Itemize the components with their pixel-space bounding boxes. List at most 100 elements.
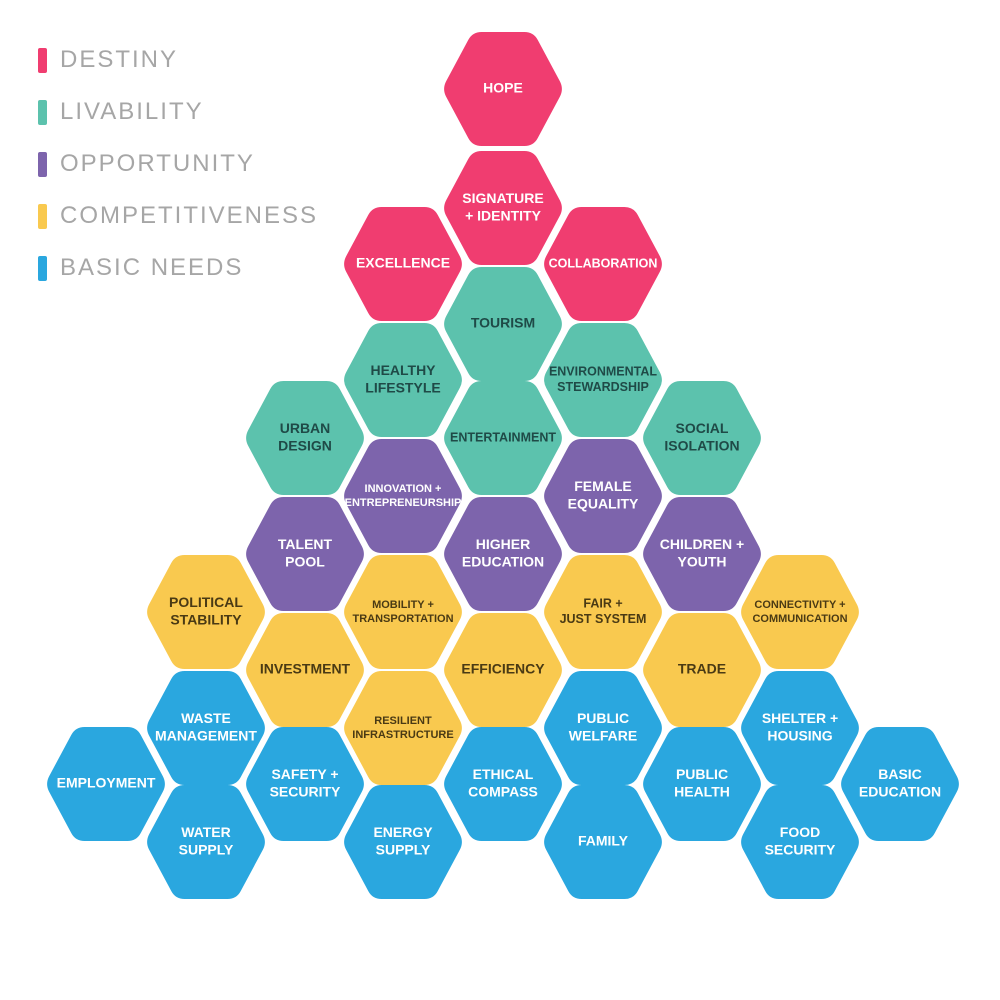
hexagon-label: TALENT <box>278 536 333 552</box>
hexagon-label: PUBLIC <box>577 710 629 726</box>
hexagon-trade: TRADE <box>643 613 761 727</box>
hexagon-label: ENTREPRENEURSHIP <box>345 497 462 509</box>
hexagon-innovation-entrepreneurship: INNOVATION +ENTREPRENEURSHIP <box>344 439 462 553</box>
hexagon-label: HOUSING <box>767 727 832 743</box>
hexagon-label: ENTERTAINMENT <box>450 430 556 444</box>
hexagon-label: HIGHER <box>476 536 530 552</box>
hexagon-label: ISOLATION <box>664 437 739 453</box>
hexagon-shape <box>246 497 364 611</box>
hexagon-label: SECURITY <box>765 841 836 857</box>
hexagon-label: COMPASS <box>468 783 538 799</box>
hexagon-label: EFFICIENCY <box>461 661 545 677</box>
hexagon-label: TRANSPORTATION <box>352 613 453 625</box>
hexagon-label: FEMALE <box>574 478 632 494</box>
hexagon-label: TRADE <box>678 661 726 677</box>
hexagon-label: INFRASTRUCTURE <box>352 729 453 741</box>
hexagon-shape <box>444 32 562 146</box>
hexagon-label: ENVIRONMENTAL <box>549 364 657 378</box>
hexagon-shape <box>47 727 165 841</box>
hexagon-shape <box>544 207 662 321</box>
hexagon-fair-just-system: FAIR +JUST SYSTEM <box>544 555 662 669</box>
legend-label: OPPORTUNITY <box>60 150 255 177</box>
hexagon-label: SUPPLY <box>376 841 431 857</box>
hexagon-shape <box>147 785 265 899</box>
hexagon-label: SOCIAL <box>676 420 729 436</box>
hexagon-signature-identity: SIGNATURE+ IDENTITY <box>444 151 562 265</box>
hexagon-shape <box>344 671 462 785</box>
hexagon-label: INVESTMENT <box>260 661 351 677</box>
hexagon-shape <box>643 727 761 841</box>
hexagon-shape <box>344 439 462 553</box>
hexagon-shape <box>444 151 562 265</box>
hexagon-label: YOUTH <box>678 553 727 569</box>
hexagon-shape <box>444 497 562 611</box>
legend-swatch <box>38 151 47 177</box>
hexagon-label: HOPE <box>483 80 523 96</box>
hexagon-label: HEALTHY <box>370 362 436 378</box>
hexagon-shelter-housing: SHELTER +HOUSING <box>741 671 859 785</box>
hexagon-label: SHELTER + <box>762 710 838 726</box>
hexagon-label: EMPLOYMENT <box>57 775 156 791</box>
hexagon-label: PUBLIC <box>676 766 728 782</box>
hexagon-label: WELFARE <box>569 727 637 743</box>
hexagon-label: FAIR + <box>583 596 622 610</box>
hexagon-label: FAMILY <box>578 833 629 849</box>
hexagon-label: FOOD <box>780 824 820 840</box>
legend-label: LIVABILITY <box>60 98 204 125</box>
hexagon-shape <box>643 381 761 495</box>
hexagon-resilient-infrastructure: RESILIENT INFRASTRUCTURE <box>344 671 462 785</box>
hexagon-shape <box>147 555 265 669</box>
hexagon-label: SIGNATURE <box>462 190 543 206</box>
hexagon-children-youth: CHILDREN +YOUTH <box>643 497 761 611</box>
hexagon-label: STABILITY <box>170 611 242 627</box>
hexagon-shape <box>544 785 662 899</box>
hexagon-label: CONNECTIVITY + <box>754 599 845 611</box>
hexagon-shape <box>444 727 562 841</box>
hexagon-shape <box>246 381 364 495</box>
hexagon-label: BASIC <box>878 766 922 782</box>
hexagon-excellence: EXCELLENCE <box>344 207 462 321</box>
hexagon-label: TOURISM <box>471 315 535 331</box>
hexagon-shape <box>741 785 859 899</box>
hexagon-label: WATER <box>181 824 231 840</box>
hexagon-label: EQUALITY <box>568 495 639 511</box>
hexagon-label: POOL <box>285 553 325 569</box>
hexagon-shape <box>246 613 364 727</box>
legend-item-competitiveness: COMPETITIVENESS <box>38 190 318 242</box>
hexagon-label: SECURITY <box>270 783 341 799</box>
hexagon-shape <box>246 727 364 841</box>
hexagon-shape <box>741 671 859 785</box>
hexagon-shape <box>544 555 662 669</box>
hexagon-label: WASTE <box>181 710 231 726</box>
hexagon-safety-security: SAFETY +SECURITY <box>246 727 364 841</box>
hexagon-shape <box>344 555 462 669</box>
hexagon-label: EXCELLENCE <box>356 255 450 271</box>
legend-swatch <box>38 47 47 73</box>
hexagon-shape <box>841 727 959 841</box>
hexagon-collaboration: COLLABORATION <box>544 207 662 321</box>
hexagon-label: MOBILITY + <box>372 599 434 611</box>
legend-item-destiny: DESTINY <box>38 34 318 86</box>
legend-swatch <box>38 99 47 125</box>
hexagon-label: COLLABORATION <box>549 256 658 270</box>
hexagon-label: ETHICAL <box>473 766 534 782</box>
hexagon-label: ENERGY <box>373 824 433 840</box>
hexagon-shape <box>147 671 265 785</box>
hexagon-label: RESILIENT <box>374 715 432 727</box>
hexagon-label: LIFESTYLE <box>365 379 440 395</box>
legend-label: COMPETITIVENESS <box>60 202 319 229</box>
hexagon-label: EDUCATION <box>859 783 941 799</box>
hexagon-shape <box>643 497 761 611</box>
